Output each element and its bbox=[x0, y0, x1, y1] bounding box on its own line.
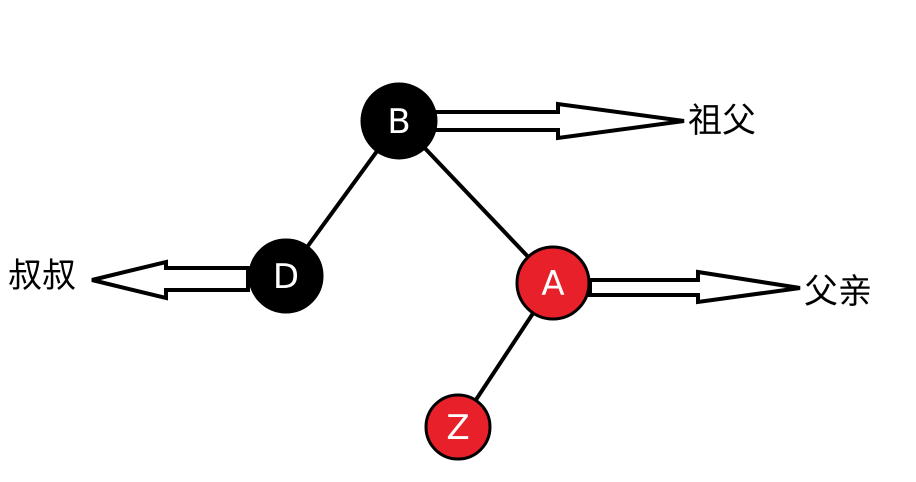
node-z: Z bbox=[424, 393, 492, 461]
node-z-letter: Z bbox=[446, 408, 469, 448]
node-d: D bbox=[248, 238, 324, 314]
node-a: A bbox=[515, 245, 591, 321]
node-b: B bbox=[360, 82, 438, 160]
arrow-b-to-label bbox=[432, 101, 685, 141]
node-b-circle bbox=[360, 82, 438, 160]
arrow-a-to-label bbox=[588, 269, 801, 305]
node-b-letter: B bbox=[387, 102, 410, 142]
arrow-d-to-label bbox=[91, 259, 250, 301]
node-z-circle bbox=[424, 393, 492, 461]
label-father: 父亲 bbox=[804, 272, 872, 312]
label-uncle: 叔叔 bbox=[8, 256, 76, 296]
node-d-circle bbox=[248, 238, 324, 314]
node-a-circle bbox=[515, 245, 591, 321]
label-grandfather: 祖父 bbox=[688, 101, 756, 141]
node-d-letter: D bbox=[273, 257, 299, 297]
node-a-letter: A bbox=[541, 264, 564, 304]
